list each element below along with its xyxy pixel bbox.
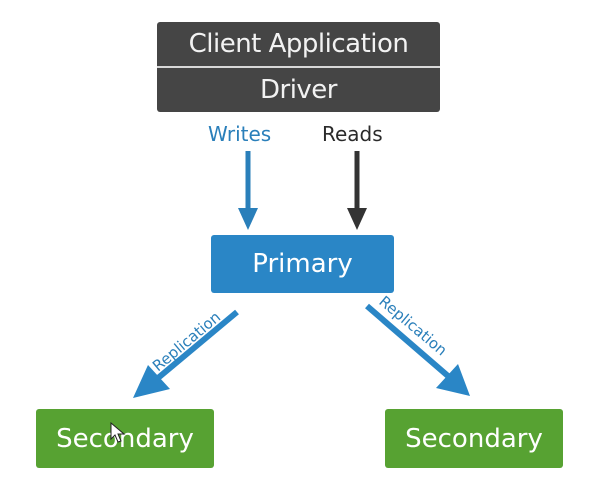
driver-label: Driver: [259, 75, 338, 105]
secondary-node-right: Secondary: [385, 409, 563, 468]
writes-arrow: [238, 151, 258, 230]
reads-label: Reads: [322, 122, 383, 146]
client-driver-box: Client Application Driver: [157, 22, 440, 112]
writes-label: Writes: [208, 122, 272, 146]
primary-label: Primary: [252, 249, 353, 279]
replication-right-arrow: [365, 303, 470, 396]
divider: [157, 66, 440, 68]
replication-left-label: Replication: [149, 308, 224, 375]
reads-arrow: [347, 151, 367, 230]
secondary-node-left: Secondary: [36, 409, 214, 468]
replication-left-arrow: [133, 309, 239, 398]
primary-node: Primary: [211, 235, 394, 293]
client-application-label: Client Application: [188, 29, 409, 59]
secondary-label: Secondary: [405, 423, 543, 454]
mouse-cursor-icon: [110, 422, 126, 443]
secondary-label: Secondary: [56, 423, 194, 454]
